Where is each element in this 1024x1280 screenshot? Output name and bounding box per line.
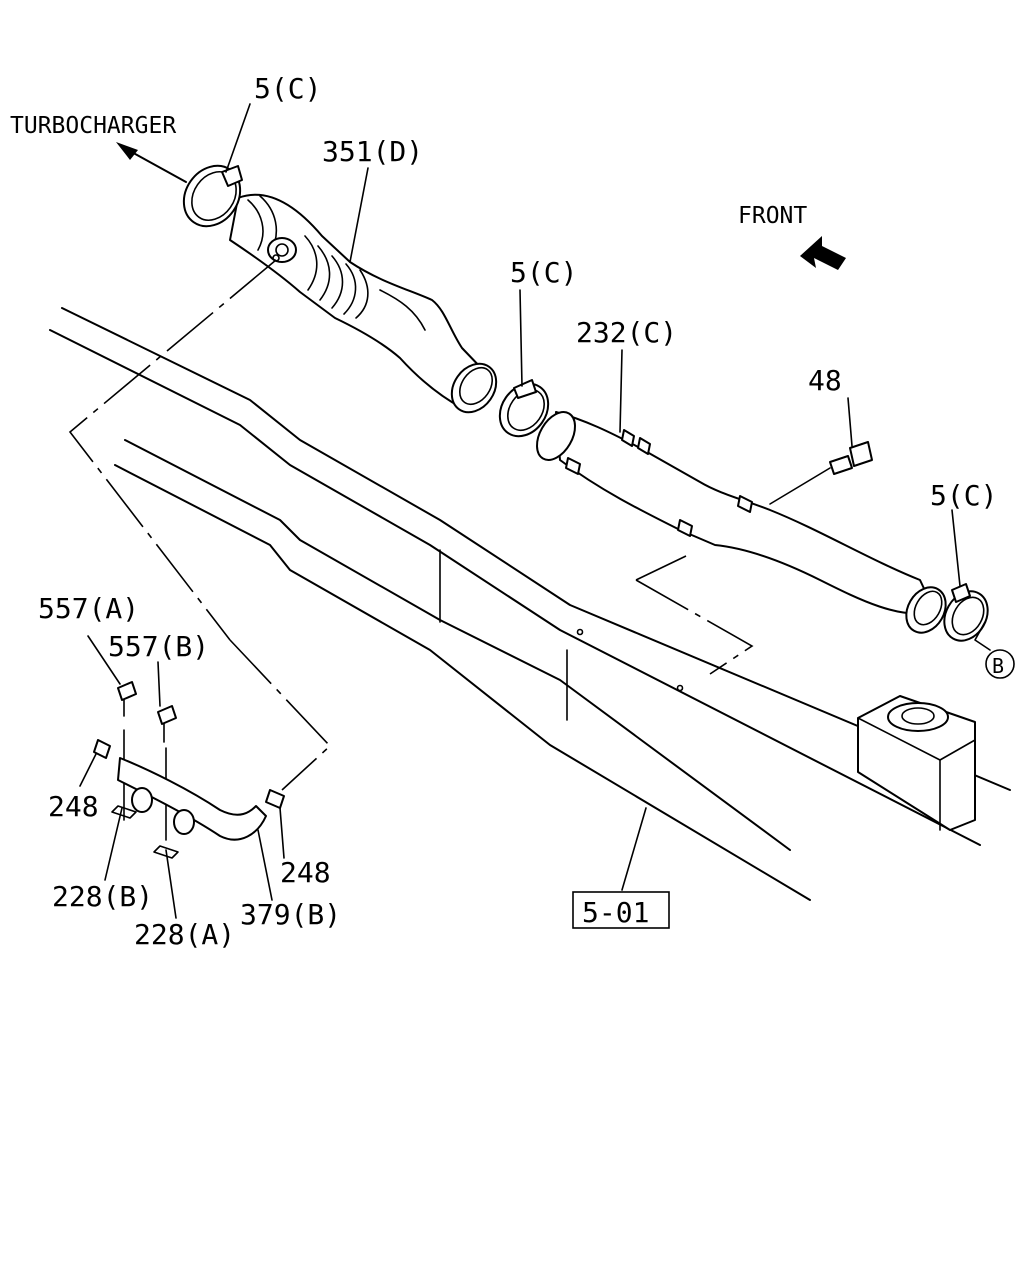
label-front: FRONT (738, 203, 807, 229)
pipe-232c (536, 411, 947, 634)
label-clip-248-left: 248 (48, 790, 99, 823)
radiator-tank (857, 695, 976, 831)
clamp-top (182, 164, 243, 228)
label-ref-box: 5-01 (582, 896, 649, 929)
label-ref-b: B (992, 654, 1004, 678)
label-hose-351d: 351(D) (322, 135, 423, 168)
label-clamp-right: 5(C) (930, 479, 997, 512)
label-pipe-232c: 232(C) (576, 316, 677, 349)
ref-box-frame (572, 891, 670, 929)
front-arrow-icon (800, 236, 846, 270)
label-bolt-557b: 557(B) (108, 630, 209, 663)
bolt-48 (829, 441, 873, 475)
leader-lines (68, 103, 991, 919)
label-bolt-48: 48 (808, 364, 842, 397)
label-clamp-top: 5(C) (254, 72, 321, 105)
label-bolt-557a: 557(A) (38, 592, 139, 625)
small-hose-assembly (93, 681, 285, 859)
hose-351d (229, 193, 498, 414)
label-bracket-228a: 228(A) (134, 918, 235, 951)
label-hose-379b: 379(B) (240, 898, 341, 931)
turbocharger-arrow (116, 142, 187, 183)
clamp-right (943, 583, 989, 642)
label-bracket-228b: 228(B) (52, 880, 153, 913)
label-clip-248-right: 248 (280, 856, 331, 889)
clamp-mid (498, 379, 550, 438)
ref-b-circle (985, 649, 1015, 679)
label-turbocharger: TURBOCHARGER (10, 113, 176, 139)
chassis-frame (49, 307, 1011, 901)
label-clamp-mid: 5(C) (510, 256, 577, 289)
